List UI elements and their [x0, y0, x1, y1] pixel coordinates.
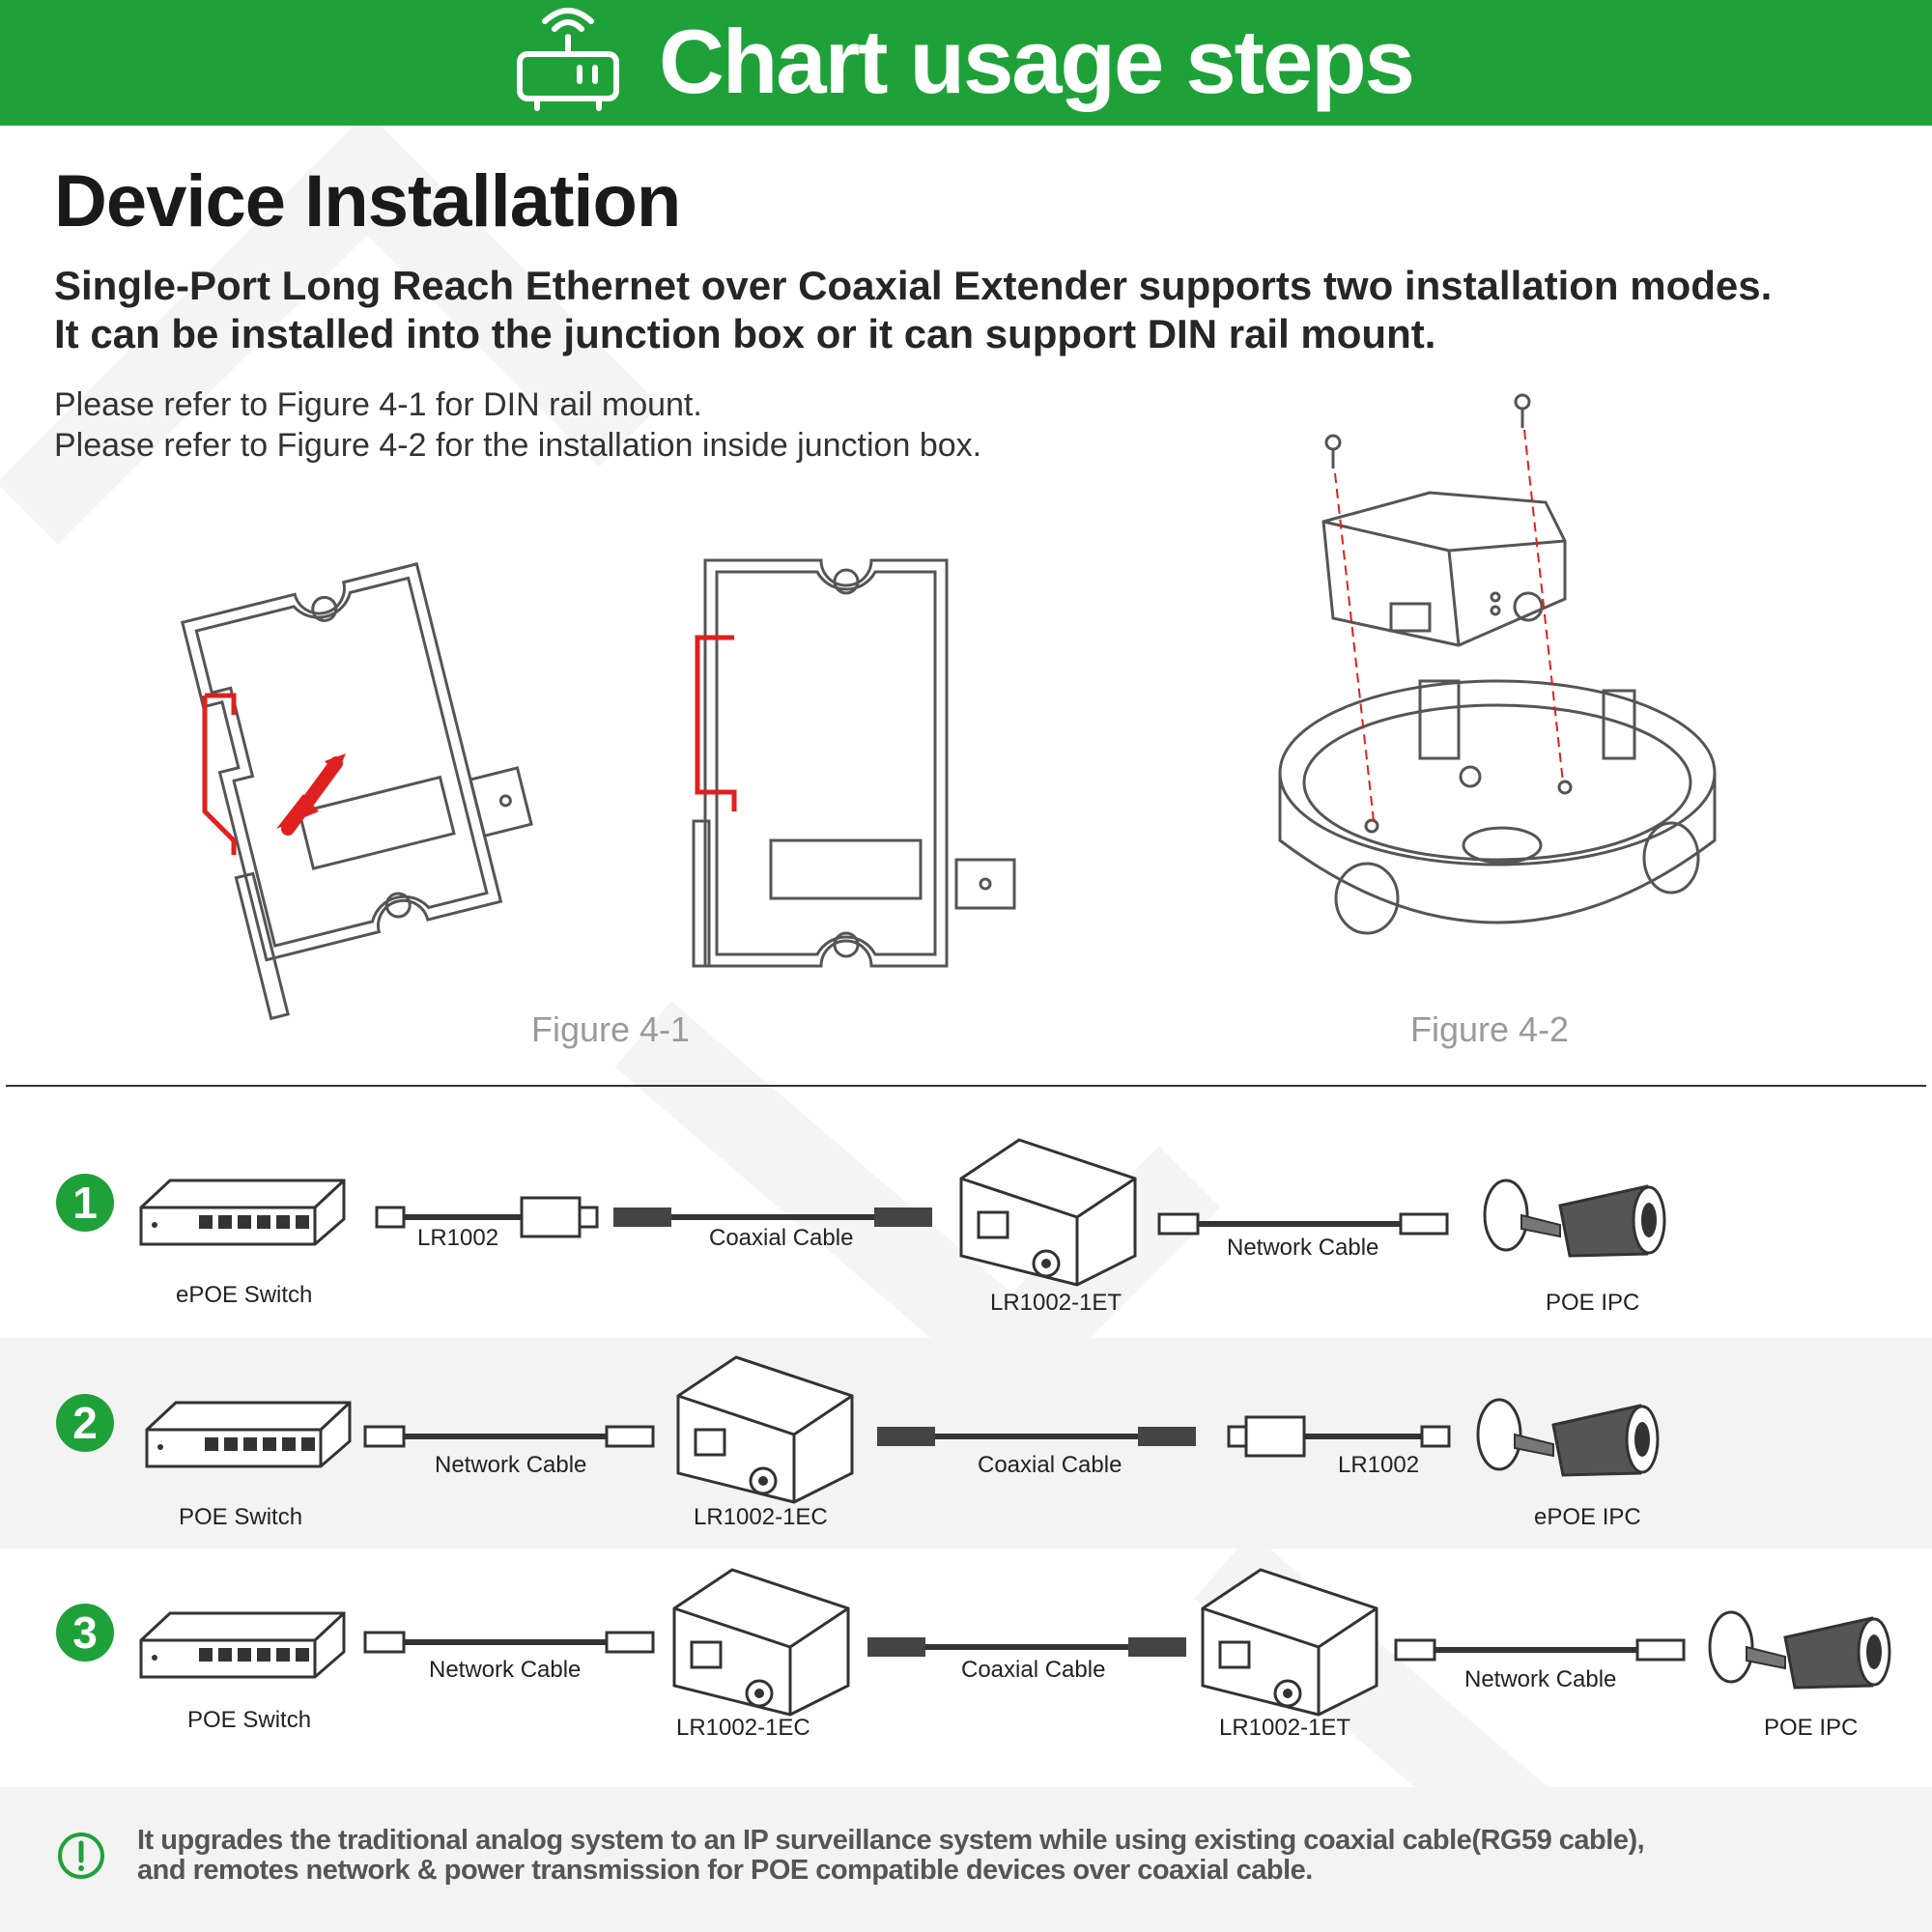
step-3-badge: 3: [56, 1604, 114, 1662]
step-1-lr1002-1et-extender-illustration: [959, 1138, 1137, 1287]
footer-note: It upgrades the traditional analog syste…: [137, 1825, 1645, 1886]
step-2-epoe-ipc-camera-illustration: [1476, 1398, 1660, 1477]
step-2-label-lr1002-1ec: LR1002-1EC: [694, 1504, 828, 1530]
step-2-label-camera: ePOE IPC: [1534, 1504, 1641, 1530]
step-1-lr1002-adapter-illustration: [375, 1196, 599, 1238]
step-3-label-switch: POE Switch: [187, 1707, 312, 1733]
step-3-lr1002-1ec-extender-illustration: [672, 1568, 850, 1717]
section-title: Device Installation: [54, 160, 681, 242]
step-2-lr1002-adapter-illustration: [1227, 1415, 1451, 1458]
footer-line-2: and remotes network & power transmission…: [137, 1855, 1313, 1886]
step-1-label-lr1002: LR1002: [417, 1225, 499, 1251]
footer-background: [0, 1787, 1932, 1932]
step-2-badge: 2: [56, 1394, 114, 1452]
info-exclamation-icon: [58, 1833, 104, 1879]
section-divider: [6, 1085, 1926, 1087]
step-3-lr1002-1et-extender-illustration: [1201, 1568, 1378, 1717]
figure-4-2-junction-box-diagram: [1278, 393, 1717, 935]
note-line-1: Please refer to Figure 4-1 for DIN rail …: [54, 386, 702, 423]
step-1-label-network: Network Cable: [1227, 1235, 1379, 1261]
router-icon: [517, 8, 619, 111]
figure-4-2-caption: Figure 4-2: [1410, 1009, 1570, 1049]
figure-4-1-caption: Figure 4-1: [531, 1009, 691, 1049]
step-3-coaxial-cable-illustration: [867, 1637, 1186, 1657]
note-line-2: Please refer to Figure 4-2 for the insta…: [54, 427, 982, 464]
step-1-coaxial-cable-illustration: [613, 1208, 932, 1227]
step-1-epoe-switch-illustration: [139, 1179, 346, 1246]
step-3-label-camera: POE IPC: [1764, 1715, 1859, 1741]
step-1-label-switch: ePOE Switch: [176, 1282, 313, 1308]
footer-line-1: It upgrades the traditional analog syste…: [137, 1825, 1645, 1856]
page-title: Chart usage steps: [659, 11, 1415, 112]
step-1-label-lr1002-1et: LR1002-1ET: [990, 1290, 1122, 1316]
step-1-network-cable-illustration: [1157, 1212, 1449, 1236]
step-3-label-lr1002-1et: LR1002-1ET: [1219, 1715, 1351, 1741]
step-2-coaxial-cable-illustration: [877, 1427, 1196, 1446]
step-1-badge: 1: [56, 1174, 114, 1232]
step-3-poe-ipc-camera-illustration: [1708, 1610, 1891, 1690]
figure-4-1-din-rail-diagram: [180, 558, 1016, 1021]
step-1-label-coaxial: Coaxial Cable: [709, 1225, 854, 1251]
subtitle-line-1: Single-Port Long Reach Ethernet over Coa…: [54, 263, 1773, 308]
step-2-label-network: Network Cable: [435, 1452, 587, 1478]
header-banner: Chart usage steps: [0, 0, 1932, 126]
step-2-label-lr1002: LR1002: [1338, 1452, 1420, 1478]
step-3-label-coaxial: Coaxial Cable: [961, 1657, 1106, 1683]
step-3-label-network-1: Network Cable: [429, 1657, 582, 1683]
step-3-poe-switch-illustration: [139, 1611, 346, 1679]
step-1-poe-ipc-camera-illustration: [1483, 1179, 1666, 1258]
step-3-network-cable-1-illustration: [363, 1631, 655, 1654]
subtitle-line-2: It can be installed into the junction bo…: [54, 311, 1436, 356]
step-3-label-network-2: Network Cable: [1464, 1666, 1617, 1692]
step-2-lr1002-1ec-extender-illustration: [676, 1355, 854, 1504]
step-2-poe-switch-illustration: [145, 1401, 352, 1468]
step-2-network-cable-illustration: [363, 1425, 655, 1448]
step-3-network-cable-2-illustration: [1394, 1638, 1686, 1662]
step-1-label-camera: POE IPC: [1546, 1290, 1640, 1316]
step-2-label-switch: POE Switch: [179, 1504, 303, 1530]
step-2-label-coaxial: Coaxial Cable: [978, 1452, 1122, 1478]
step-3-label-lr1002-1ec: LR1002-1EC: [676, 1715, 810, 1741]
